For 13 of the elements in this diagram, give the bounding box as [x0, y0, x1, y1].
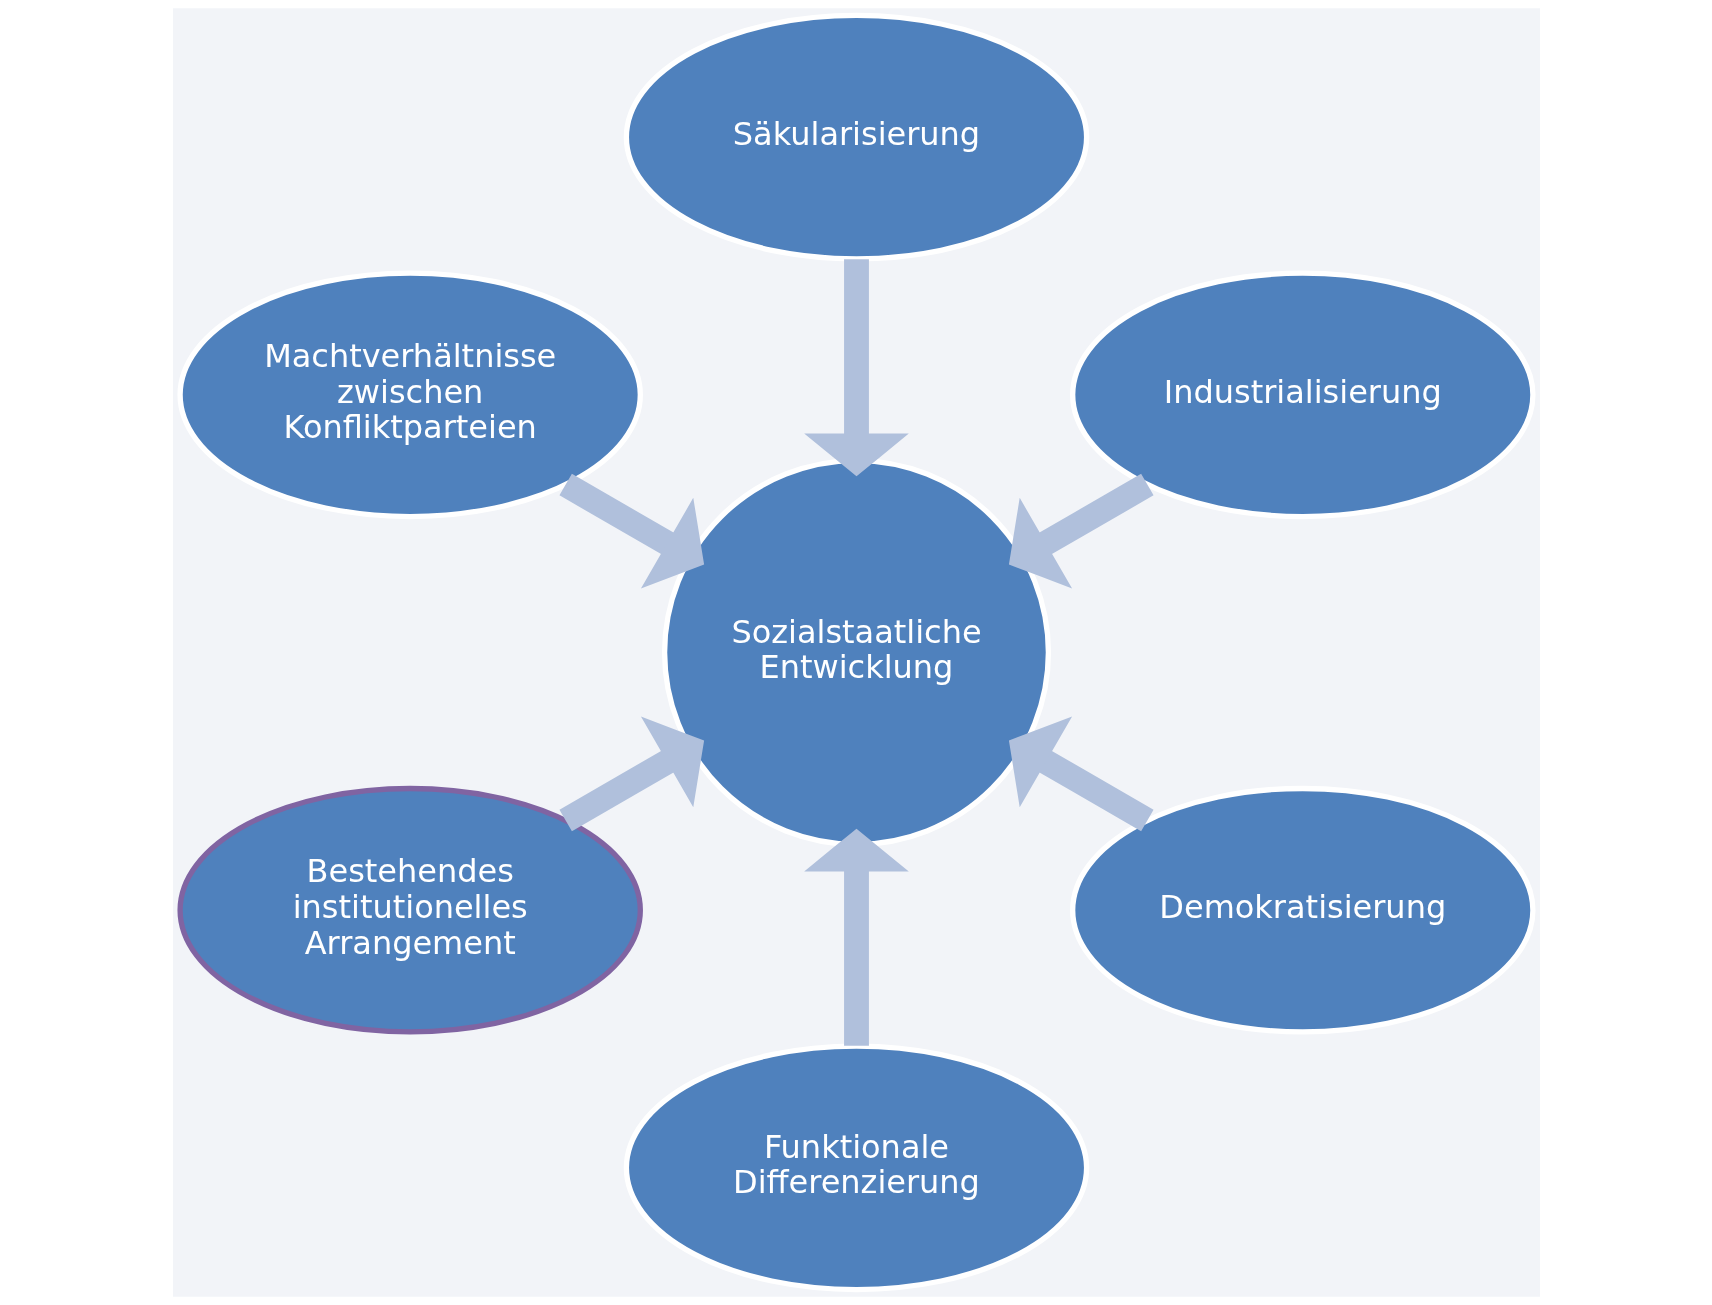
node-ellipse: Bestehendes institutionelles Arrangement	[176, 785, 643, 1035]
node-ellipse: Machtverhältnisse zwischen Konfliktparteien	[176, 270, 643, 520]
node-ellipse: Demokratisierung	[1069, 785, 1536, 1035]
node-ellipse: Funktionale Differenzierung	[623, 1043, 1089, 1293]
node-circle: Sozialstaatliche Entwicklung	[661, 457, 1051, 848]
arrow	[1008, 716, 1154, 832]
arrow	[803, 828, 909, 1046]
node-ellipse: Industrialisierung	[1069, 270, 1536, 520]
arrow	[803, 259, 909, 477]
node-ellipse: Säkularisierung	[623, 12, 1089, 262]
arrow	[558, 716, 704, 832]
arrow	[1008, 473, 1154, 589]
arrow	[558, 473, 704, 589]
